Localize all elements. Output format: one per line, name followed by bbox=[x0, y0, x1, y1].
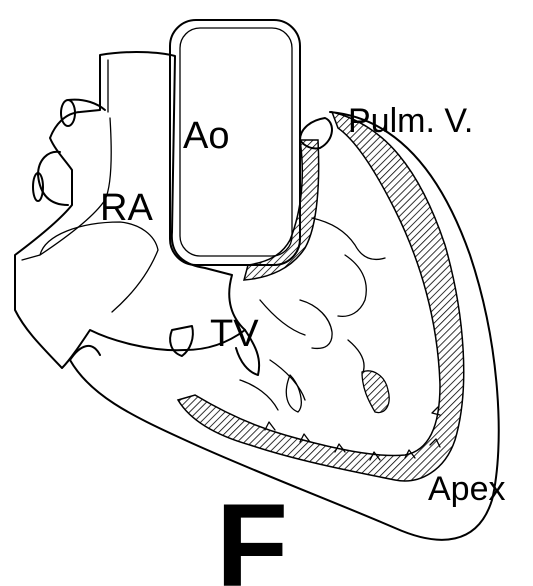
septal-wall bbox=[244, 140, 319, 280]
label-pulm-v: Pulm. V. bbox=[348, 102, 473, 140]
label-ra: RA bbox=[100, 187, 153, 229]
myocardial-wall bbox=[178, 112, 464, 481]
panel-letter: F bbox=[216, 480, 288, 586]
chordae-detail bbox=[286, 375, 301, 412]
papillary-muscle bbox=[362, 371, 389, 413]
label-tv: TV bbox=[210, 313, 259, 355]
tricuspid-leaflet-left bbox=[170, 326, 193, 356]
right-atrium-inner-wall bbox=[22, 60, 111, 260]
fossa-ovalis bbox=[40, 222, 158, 312]
label-apex: Apex bbox=[428, 470, 506, 508]
label-ao: Ao bbox=[183, 115, 229, 157]
